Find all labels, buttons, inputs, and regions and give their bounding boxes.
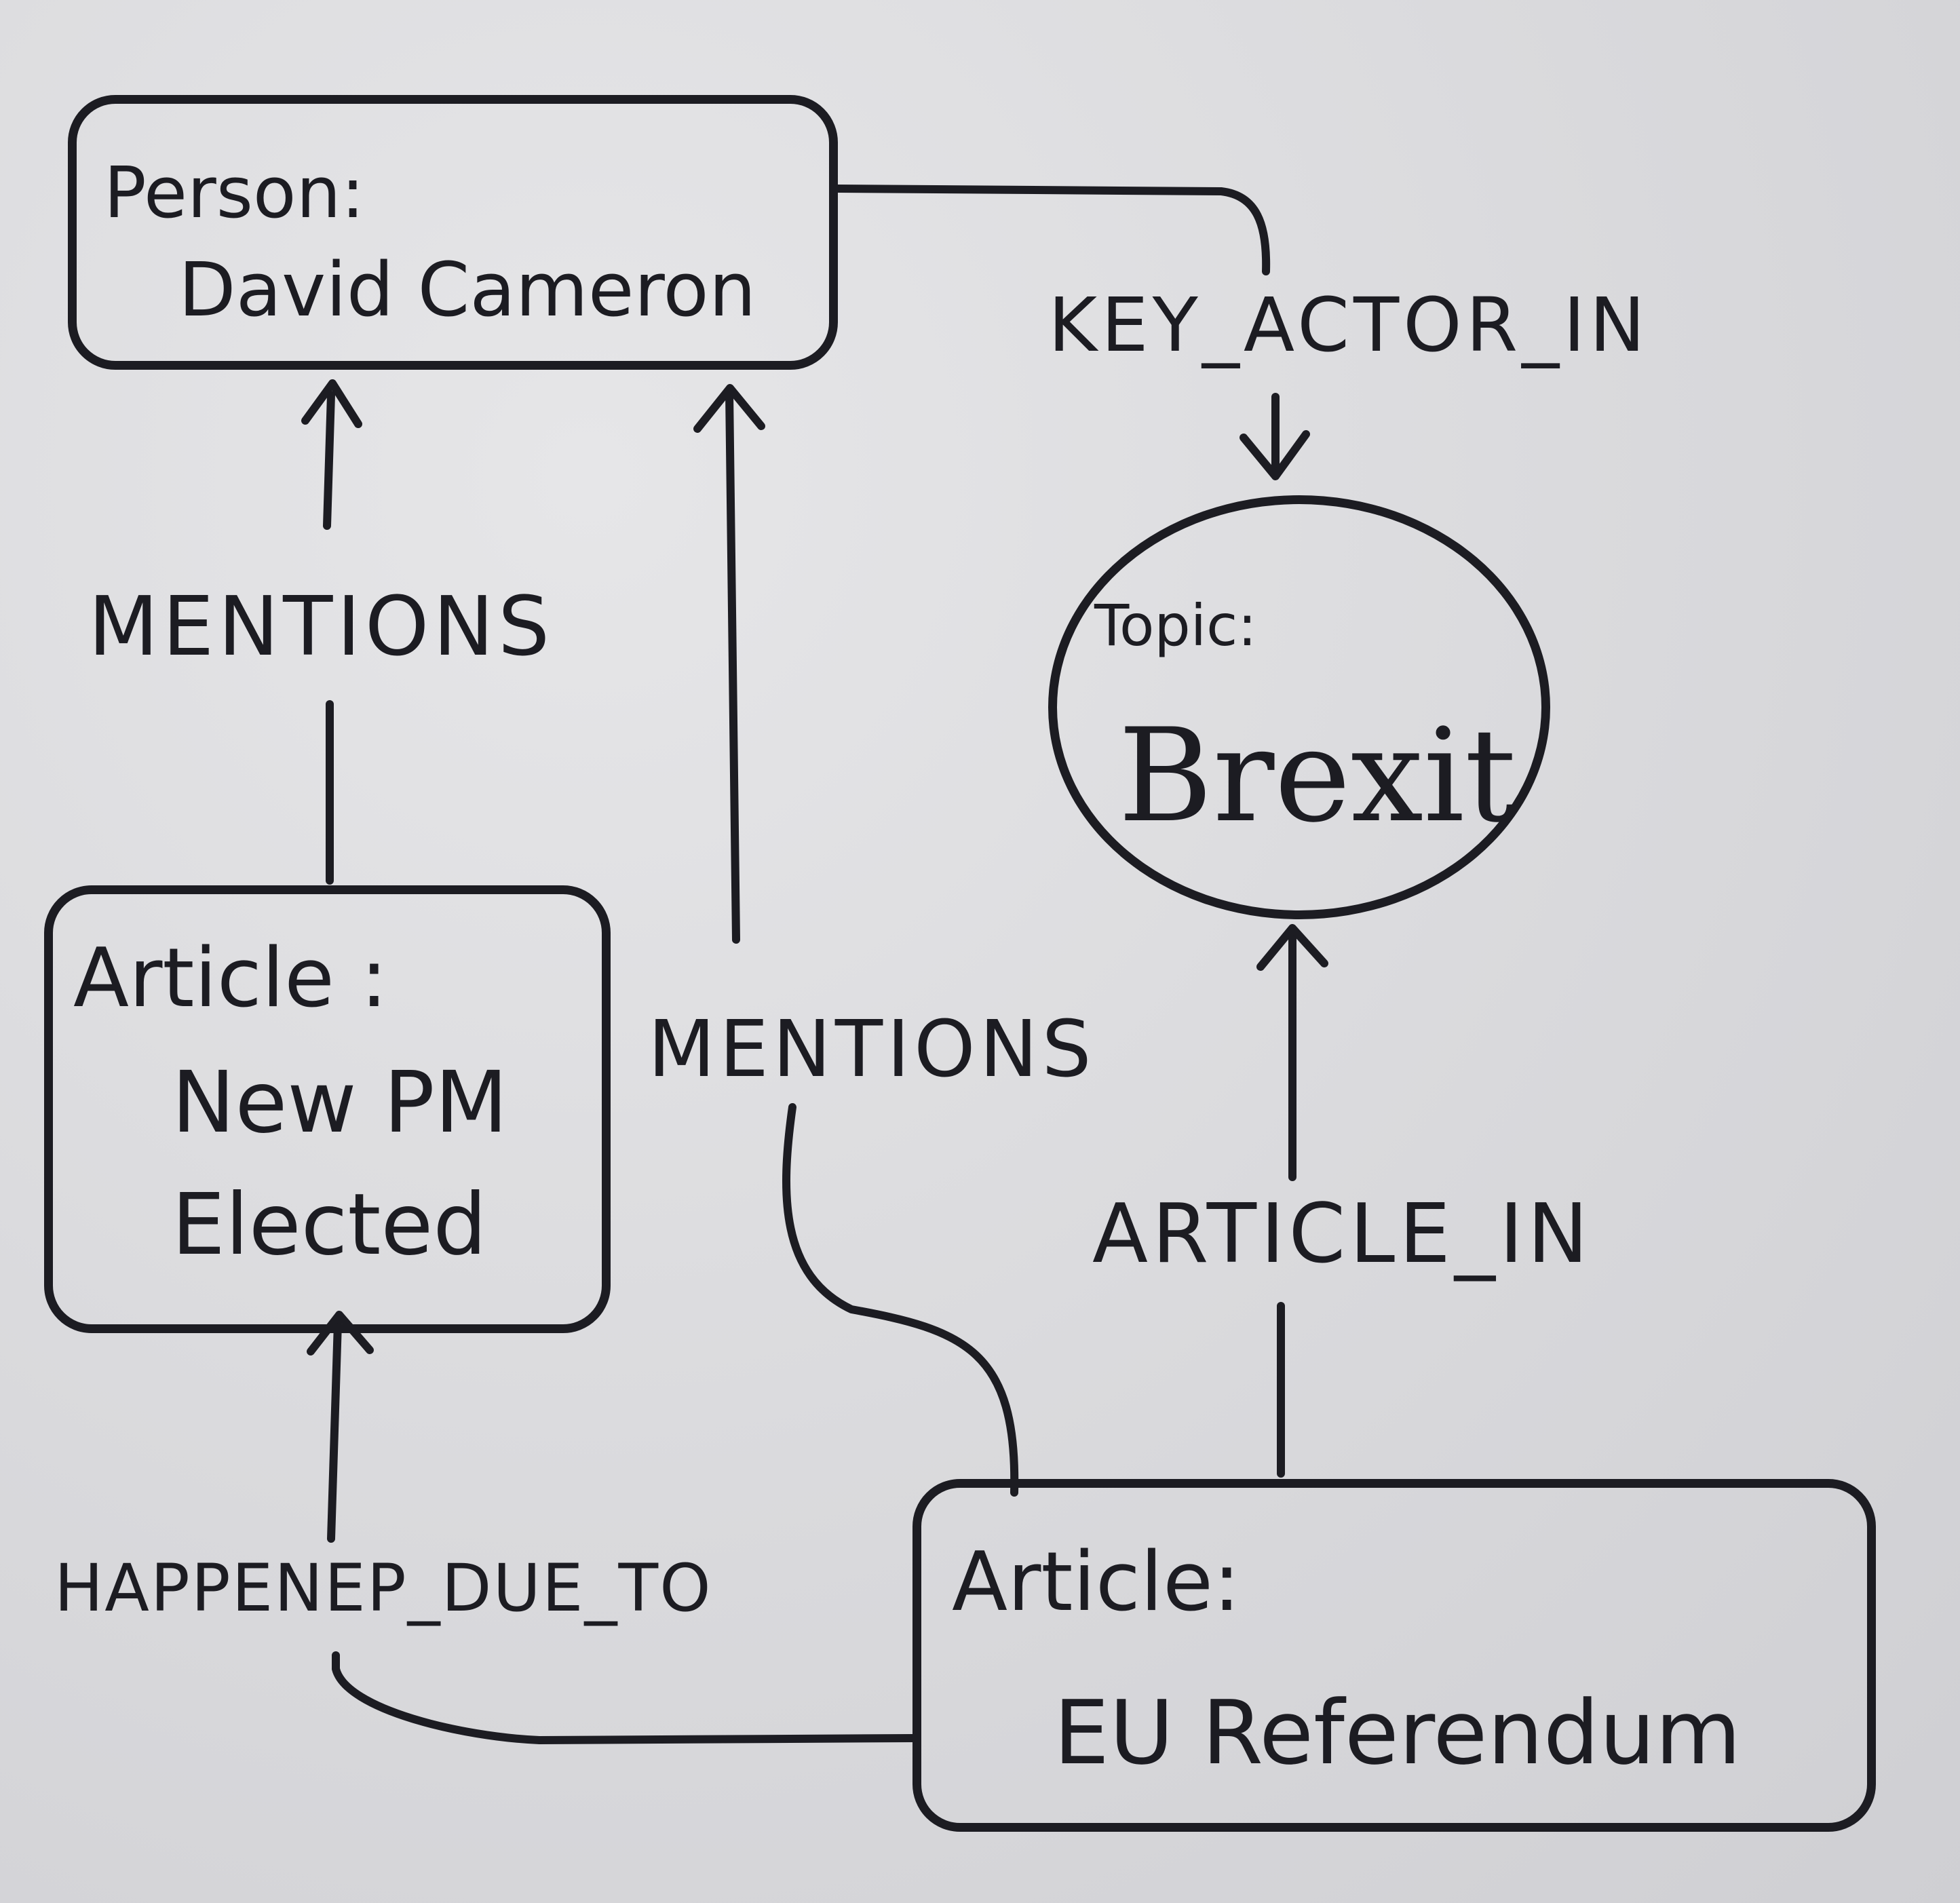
node-type-label: Person: xyxy=(104,151,365,234)
arrowhead-mentions-left xyxy=(301,379,362,428)
arrowhead-key-actor-in xyxy=(1240,430,1310,480)
edge-label-mentions-center: MENTIONS xyxy=(648,1004,1096,1095)
node-person-david-cameron: Person: David Cameron xyxy=(68,95,838,370)
edge-label-mentions-left: MENTIONS xyxy=(88,580,554,674)
edge-happened-due-to-upper xyxy=(327,1319,342,1543)
edge-happened-due-to-lower xyxy=(332,1651,917,1744)
edge-label-key-actor-in: KEY_ACTOR_IN xyxy=(1048,282,1649,368)
node-title-line1: New PM xyxy=(172,1054,508,1152)
node-type-label: Article : xyxy=(73,931,388,1026)
node-name-label: David Cameron xyxy=(178,246,756,333)
node-title-line2: Elected xyxy=(172,1176,487,1274)
node-name-label: EU Referendum xyxy=(1054,1681,1742,1784)
edge-mentions-center-lower xyxy=(782,1103,1019,1497)
edge-mentions-center-upper xyxy=(725,388,740,944)
node-name-label: Brexit xyxy=(1118,701,1517,851)
edge-key-actor-in-upper xyxy=(834,185,1271,275)
edge-label-article-in: ARTICLE_IN xyxy=(1092,1187,1593,1282)
arrowhead-article-in xyxy=(1256,924,1328,971)
node-article-eu-referendum: Article: EU Referendum xyxy=(912,1479,1876,1832)
edge-label-happened-due-to: HAPPENEP_DUE_TO xyxy=(54,1550,712,1626)
edge-mentions-left-upper xyxy=(323,391,335,530)
node-type-label: Article: xyxy=(952,1535,1241,1630)
node-topic-brexit: Topic: Brexit xyxy=(1048,495,1550,919)
node-article-new-pm-elected: Article : New PM Elected xyxy=(44,885,611,1333)
node-type-label: Topic: xyxy=(1094,592,1257,659)
arrowhead-mentions-center xyxy=(693,384,765,433)
arrowhead-happened-due-to xyxy=(307,1311,374,1356)
